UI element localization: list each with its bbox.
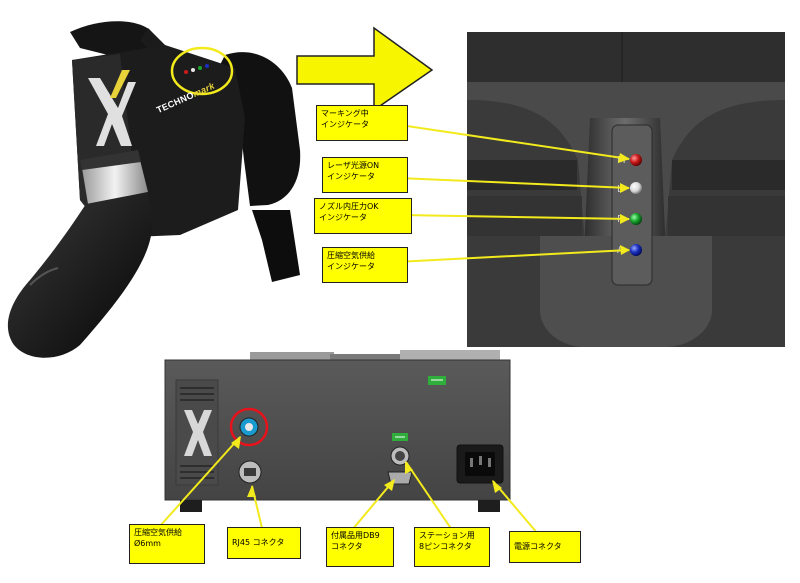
label-line1: 電源コネクタ	[514, 542, 562, 551]
label-rj45-connector: RJ45 コネクタ	[227, 527, 301, 559]
connector-leader-lines	[159, 436, 539, 535]
label-line1: 付属品用DB9	[331, 531, 380, 540]
led-blue-icon	[630, 244, 642, 256]
label-air-supply-indicator: 圧縮空気供給 インジケータ	[322, 247, 408, 283]
label-line2: インジケータ	[321, 120, 369, 129]
indicator-closeup-illustration: M L P A	[467, 32, 785, 347]
indicator-leader-lines	[395, 124, 630, 263]
air-fitting-highlight-circle	[229, 407, 269, 447]
label-line1: マーキング中	[321, 109, 369, 118]
label-line1: 圧縮空気供給	[134, 528, 182, 537]
handheld-head-illustration	[7, 21, 301, 358]
label-marking-indicator: マーキング中 インジケータ	[316, 105, 408, 141]
label-line1: RJ45 コネクタ	[232, 538, 285, 547]
label-line2: インジケータ	[327, 262, 375, 271]
led-green-icon	[630, 213, 642, 225]
label-line1: レーザ光源ON	[327, 161, 380, 170]
label-line2: インジケータ	[319, 213, 367, 222]
label-power-connector: 電源コネクタ	[509, 531, 581, 563]
label-line1: 圧縮空気供給	[327, 251, 375, 260]
label-line1: ノズル内圧力OK	[319, 202, 379, 211]
label-nozzle-pressure-indicator: ノズル内圧力OK インジケータ	[314, 198, 412, 234]
label-air-supply-port: 圧縮空気供給 Ø6mm	[129, 524, 205, 564]
label-line2: コネクタ	[331, 542, 363, 551]
indicator-highlight-ellipse	[170, 46, 234, 96]
indicator-arrowheads	[618, 153, 630, 255]
label-station-8pin-connector: ステーション用 8ピンコネクタ	[414, 527, 490, 567]
controller-box-illustration	[164, 350, 511, 512]
led-red-icon	[630, 154, 642, 166]
label-laser-on-indicator: レーザ光源ON インジケータ	[322, 157, 408, 193]
label-line1: ステーション用	[419, 531, 475, 540]
label-line2: インジケータ	[327, 172, 375, 181]
label-line2: Ø6mm	[134, 539, 161, 548]
label-line2: 8ピンコネクタ	[419, 542, 472, 551]
right-arrow-icon	[296, 26, 434, 112]
led-white-icon	[630, 182, 642, 194]
connector-arrowheads	[231, 436, 502, 497]
label-db9-connector: 付属品用DB9 コネクタ	[326, 527, 394, 567]
